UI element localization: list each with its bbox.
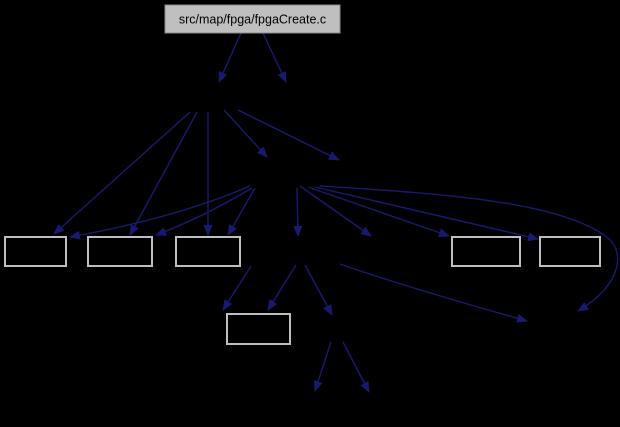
- graph-edge-hub-to-e: [314, 186, 539, 242]
- graph-edge-hidden6-to-right-leaf: [342, 341, 370, 393]
- graph-edge-hidden1-to-hidden4: [237, 109, 340, 161]
- graph-edge-hub-to-d: [307, 186, 450, 237]
- graph-edge-hidden5-to-f-right: [267, 264, 297, 311]
- graph-edge-root-to-hidden1: [218, 32, 242, 83]
- graph-node-c[interactable]: [175, 236, 241, 267]
- graph-node-f[interactable]: [226, 313, 291, 345]
- graph-node-e[interactable]: [539, 236, 601, 267]
- graph-edge-hub-to-hidden5b: [299, 185, 372, 237]
- graph-edge-hub-to-a: [69, 185, 251, 240]
- graph-edge-hidden6-to-left-leaf: [313, 341, 332, 392]
- graph-edge-hidden5-to-hidden7: [339, 263, 528, 323]
- graph-edge-hidden1-to-a: [53, 111, 191, 235]
- graph-edge-hidden1-to-b: [129, 111, 198, 236]
- graph-edge-hub-to-hidden7-curve: [319, 185, 619, 312]
- graph-edges: [53, 32, 619, 393]
- graph-root-node-label: src/map/fpga/fpgaCreate.c: [179, 13, 326, 27]
- graph-edge-hub-to-hidden5a: [293, 187, 303, 237]
- graph-node-b[interactable]: [87, 236, 153, 267]
- graph-edge-hidden5-to-f-left: [222, 265, 252, 311]
- graph-edge-hidden5-to-hidden6: [304, 264, 333, 316]
- graph-edge-hidden1-to-hub: [223, 109, 268, 158]
- graph-edge-hub-to-c: [227, 187, 256, 236]
- graph-edge-hub-to-b: [155, 187, 253, 236]
- graph-root-node[interactable]: [164, 4, 341, 34]
- graph-node-a[interactable]: [4, 236, 67, 267]
- graph-edge-root-to-hidden2: [262, 32, 287, 83]
- graph-node-d[interactable]: [451, 236, 521, 267]
